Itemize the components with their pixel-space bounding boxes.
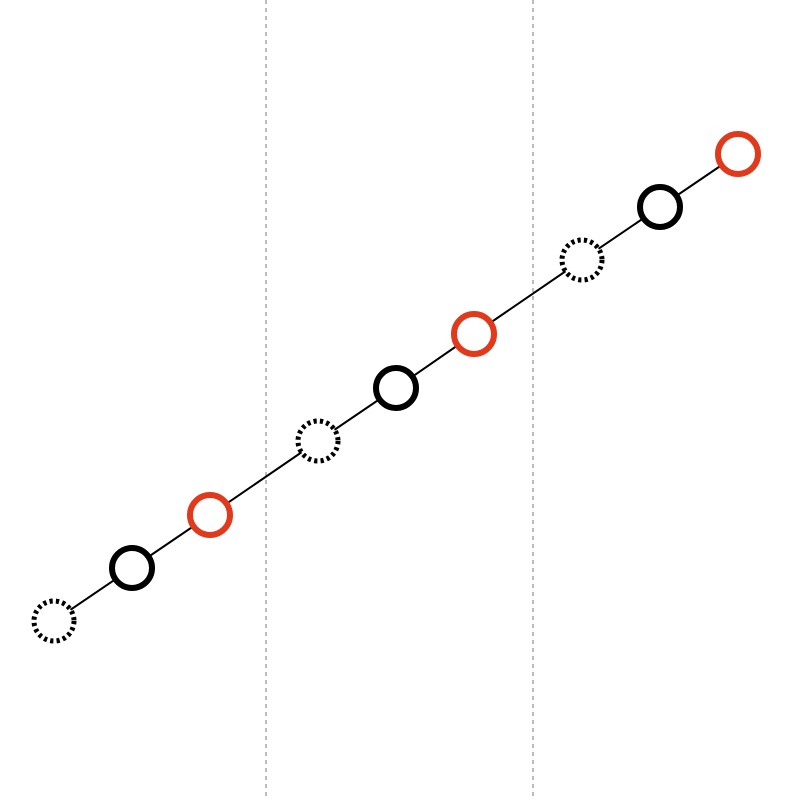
- node-n4-dashed: [295, 418, 341, 464]
- node-n6-accent: [451, 311, 497, 357]
- node-n2: [109, 545, 155, 591]
- divider-layer: [265, 0, 534, 800]
- node-n8: [637, 184, 683, 230]
- node-n3-accent: [187, 492, 233, 538]
- node-n7-dashed: [559, 237, 605, 283]
- node-n5: [373, 365, 419, 411]
- node-layer: [31, 131, 761, 644]
- node-n9-accent: [715, 131, 761, 177]
- node-n1-dashed: [31, 598, 77, 644]
